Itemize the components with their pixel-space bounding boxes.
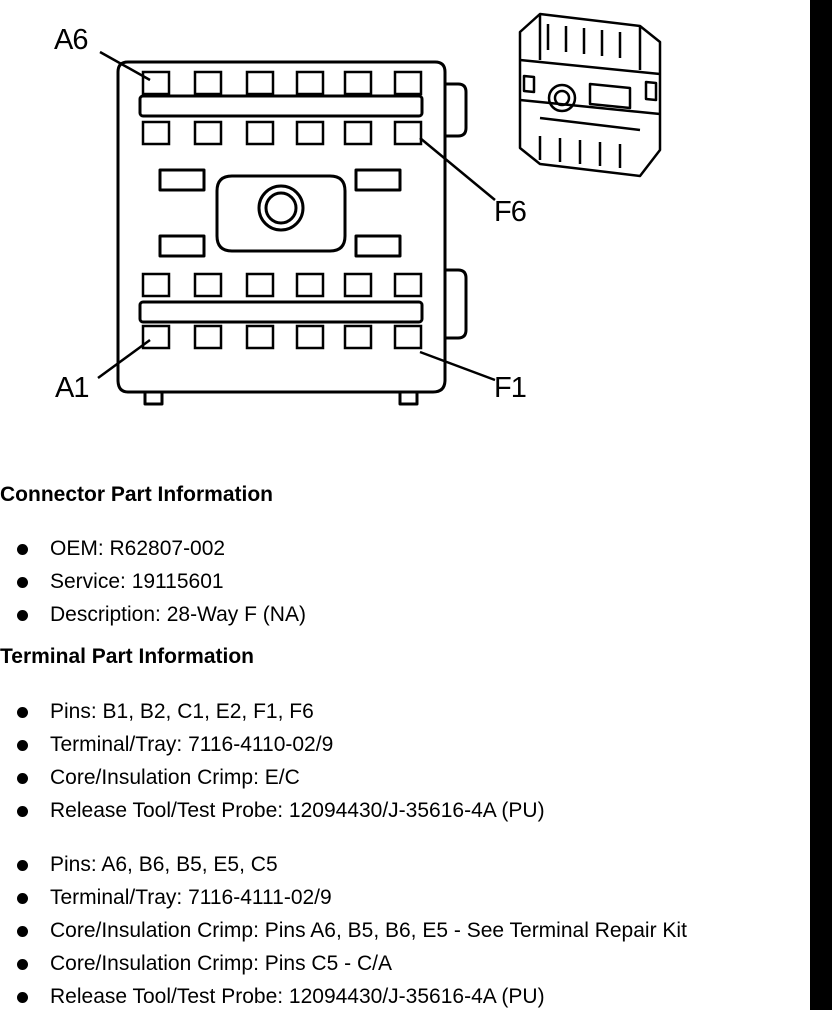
side-slot-right-lower [354, 234, 402, 258]
list-item: Core/Insulation Crimp: E/C [0, 767, 545, 800]
list-item: Service: 19115601 [0, 571, 306, 604]
bullet-icon [17, 740, 28, 751]
connector-isometric-view [518, 12, 662, 178]
list-item: Terminal/Tray: 7116-4110-02/9 [0, 734, 545, 767]
bullet-icon [17, 544, 28, 555]
bullet-icon [17, 610, 28, 621]
pin-label-a6: A6 [54, 24, 88, 56]
terminal-cavity-row-top [141, 70, 423, 96]
list-item: OEM: R62807-002 [0, 538, 306, 571]
leader-line-f6 [419, 137, 496, 201]
leader-line-a1 [97, 338, 151, 380]
terminal-info-heading: Terminal Part Information [0, 645, 254, 668]
terminal-cavity-row-bottom [141, 324, 423, 350]
leader-line-a6 [99, 50, 151, 82]
pin-label-a1: A1 [55, 372, 89, 404]
list-item: Release Tool/Test Probe: 12094430/J-3561… [0, 800, 545, 833]
bullet-icon [17, 992, 28, 1003]
list-item: Core/Insulation Crimp: Pins A6, B5, B6, … [0, 920, 687, 953]
list-item: Core/Insulation Crimp: Pins C5 - C/A [0, 953, 687, 986]
connector-info-heading: Connector Part Information [0, 483, 274, 506]
latch-tab-upper [445, 82, 468, 138]
latch-tab-lower [445, 268, 468, 340]
bullet-icon [17, 893, 28, 904]
bullet-icon [17, 926, 28, 937]
terminal-cavity-row-2 [141, 120, 423, 146]
side-slot-left-upper [158, 168, 206, 192]
bullet-icon [17, 959, 28, 970]
bullet-icon [17, 707, 28, 718]
terminal-rail-bottom [138, 300, 424, 324]
bullet-icon [17, 860, 28, 871]
connector-info-list: OEM: R62807-002 Service: 19115601 Descri… [0, 538, 306, 637]
list-item: Pins: A6, B6, B5, E5, C5 [0, 854, 687, 887]
bullet-icon [17, 773, 28, 784]
mounting-post-left [143, 392, 164, 406]
terminal-info-list-2: Pins: A6, B6, B5, E5, C5 Terminal/Tray: … [0, 854, 687, 1019]
list-item: Description: 28-Way F (NA) [0, 604, 306, 637]
pin-label-f1: F1 [494, 372, 527, 404]
side-slot-left-lower [158, 234, 206, 258]
list-item: Release Tool/Test Probe: 12094430/J-3561… [0, 986, 687, 1019]
mounting-post-right [398, 392, 419, 406]
center-post-inner [264, 191, 298, 225]
bullet-icon [17, 577, 28, 588]
terminal-info-list-1: Pins: B1, B2, C1, E2, F1, F6 Terminal/Tr… [0, 701, 545, 833]
center-post-outer [257, 184, 305, 232]
list-item: Pins: B1, B2, C1, E2, F1, F6 [0, 701, 545, 734]
list-item: Terminal/Tray: 7116-4111-02/9 [0, 887, 687, 920]
leader-line-f1 [419, 350, 496, 382]
side-slot-right-upper [354, 168, 402, 192]
center-boss [215, 174, 347, 253]
bullet-icon [17, 806, 28, 817]
connector-face-diagram [97, 12, 662, 406]
pin-label-f6: F6 [494, 196, 527, 228]
terminal-rail-top [138, 94, 424, 118]
connector-housing-outline [116, 60, 447, 394]
right-edge-bar [810, 0, 832, 1010]
terminal-cavity-row-3 [141, 272, 423, 298]
